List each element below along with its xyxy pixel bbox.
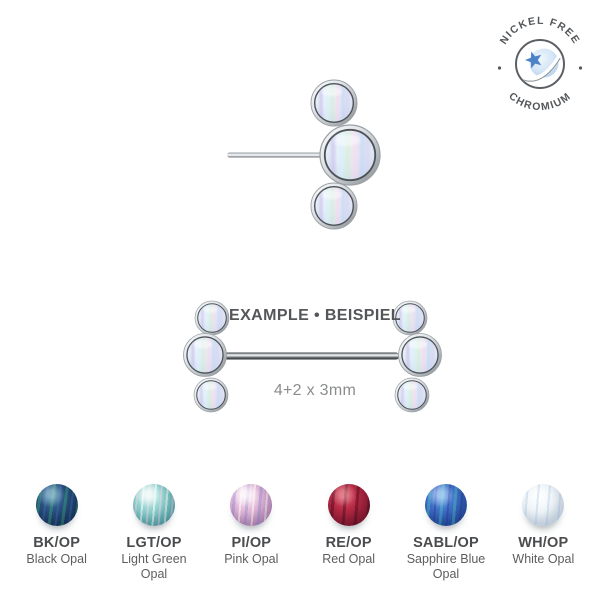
right-opal-bottom [395, 378, 429, 412]
barbell-bar [224, 352, 399, 360]
example-label: EXAMPLE • BEISPIEL [229, 307, 401, 324]
badge-dot-left [497, 66, 502, 70]
star-icon [524, 51, 542, 69]
opal-stone-center [320, 125, 380, 185]
color-option: LGT/OP Light Green Opal [105, 484, 202, 583]
color-option: RE/OP Red Opal [300, 484, 397, 583]
color-name: Pink Opal [224, 552, 279, 566]
color-options-row: BK/OP Black Opal LGT/OP Light Green Opal… [8, 484, 592, 583]
color-name: Red Opal [322, 552, 376, 566]
opal-swatch-sphere [230, 484, 273, 526]
opal-stone-top [311, 80, 357, 126]
pin-post [227, 152, 324, 158]
badge-dot-right [578, 66, 583, 70]
nickel-free-chromium-badge: NICKEL FREE CHROMIUM [497, 15, 583, 111]
svg-text:CHROMIUM: CHROMIUM [506, 90, 573, 111]
size-label: 4+2 x 3mm [273, 382, 357, 399]
badge-bottom-text: CHROMIUM [506, 90, 572, 111]
example-barbell-photo [150, 295, 450, 420]
opal-trio-attachment-photo [227, 65, 400, 240]
color-option: SABL/OP Sapphire Blue Opal [397, 484, 494, 583]
left-opal-bottom [194, 378, 228, 412]
opal-swatch-sphere [132, 484, 175, 526]
color-code: SABL/OP [413, 535, 479, 551]
opal-swatch-sphere [522, 484, 565, 526]
color-code: WH/OP [518, 535, 569, 551]
badge-artwork [519, 48, 562, 82]
color-code: LGT/OP [126, 535, 182, 551]
color-name: Light Green Opal [121, 552, 187, 582]
color-option: PI/OP Pink Opal [203, 484, 300, 583]
left-opal-top [195, 301, 229, 335]
color-name: Sapphire Blue Opal [406, 552, 486, 582]
left-opal-center [184, 334, 227, 377]
right-opal-center [399, 334, 442, 377]
opal-stone-bottom [311, 183, 357, 229]
color-name: Black Opal [26, 552, 87, 566]
color-code: BK/OP [33, 535, 81, 551]
color-code: RE/OP [325, 535, 372, 551]
opal-swatch-sphere [424, 484, 467, 526]
color-option: WH/OP White Opal [495, 484, 592, 583]
opal-swatch-sphere [327, 484, 370, 526]
color-name: White Opal [512, 552, 575, 566]
color-code: PI/OP [231, 535, 272, 551]
color-option: BK/OP Black Opal [8, 484, 105, 583]
opal-swatch-sphere [35, 484, 78, 526]
